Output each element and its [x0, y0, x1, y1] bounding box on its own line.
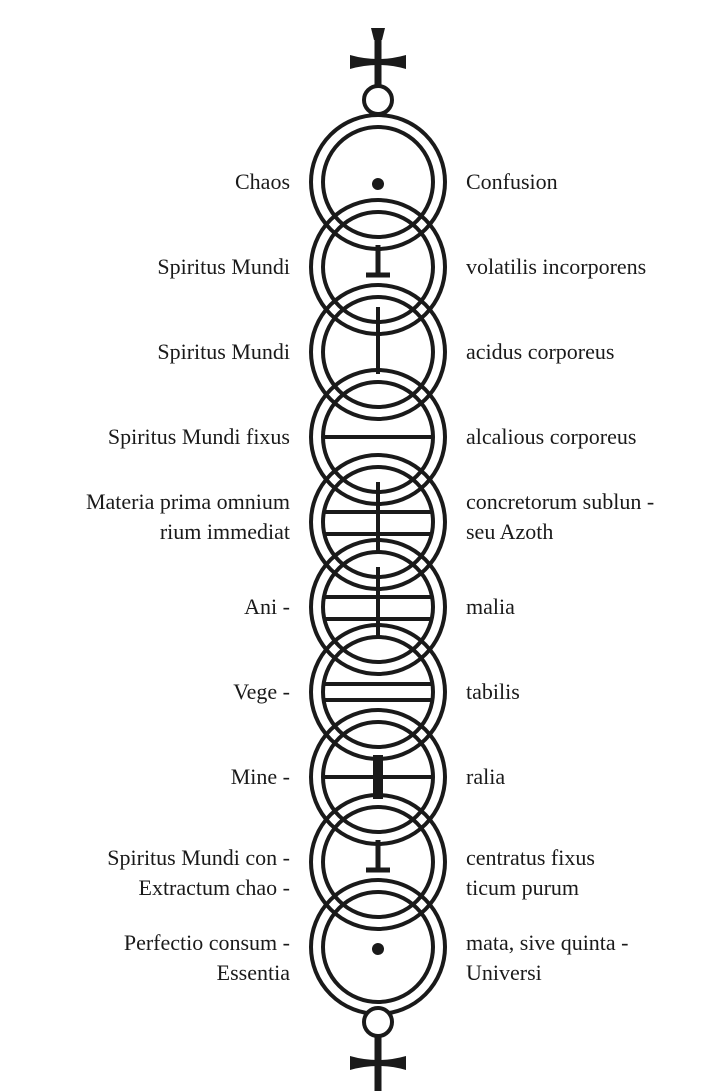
label-text: Universi — [466, 958, 629, 988]
label-right-concretorum: concretorum sublun - seu Azoth — [466, 487, 654, 547]
ring-outer — [311, 625, 445, 759]
ring-7 — [311, 625, 445, 759]
ring-symbol-7 — [323, 684, 433, 700]
label-left-spiritus-mundi-1: Spiritus Mundi — [157, 252, 290, 282]
small-ring-top — [364, 86, 392, 114]
label-right-centratus: centratus fixus ticum purum — [466, 843, 595, 903]
label-text: Materia prima omnium — [86, 487, 290, 517]
label-text: concretorum sublun - — [466, 487, 654, 517]
label-text: rium immediat — [86, 517, 290, 547]
label-text: alcalious corporeus — [466, 422, 636, 452]
label-left-perfectio: Perfectio consum - Essentia — [124, 928, 290, 988]
label-text: tabilis — [466, 677, 520, 707]
ring-symbol-10 — [372, 943, 384, 955]
label-right-tabilis: tabilis — [466, 677, 520, 707]
label-text: Spiritus Mundi con - — [107, 843, 290, 873]
thick-stem — [373, 755, 383, 799]
top-finial — [350, 28, 406, 114]
dot-symbol — [372, 178, 384, 190]
label-text: malia — [466, 592, 515, 622]
label-text: Spiritus Mundi — [157, 252, 290, 282]
label-text: Vege - — [233, 677, 290, 707]
label-text: Spiritus Mundi — [157, 337, 290, 367]
label-text: acidus corporeus — [466, 337, 614, 367]
label-left-spiritus-mundi-con: Spiritus Mundi con - Extractum chao - — [107, 843, 290, 903]
label-text: Spiritus Mundi fixus — [108, 422, 290, 452]
label-text: volatilis incorporens — [466, 252, 646, 282]
label-text: Perfectio consum - — [124, 928, 290, 958]
label-text: Chaos — [235, 167, 290, 197]
label-text: Extractum chao - — [107, 873, 290, 903]
label-right-alcalious: alcalious corporeus — [466, 422, 636, 452]
label-text: centratus fixus — [466, 843, 595, 873]
label-left-mine: Mine - — [231, 762, 290, 792]
ring-inner — [323, 637, 433, 747]
ring-symbol-8 — [323, 755, 433, 799]
label-right-confusion: Confusion — [466, 167, 558, 197]
label-left-ani: Ani - — [244, 592, 290, 622]
label-right-ralia: ralia — [466, 762, 505, 792]
cross-top-flare — [371, 28, 385, 40]
dot-symbol — [372, 943, 384, 955]
label-text: seu Azoth — [466, 517, 654, 547]
label-left-spiritus-mundi-2: Spiritus Mundi — [157, 337, 290, 367]
small-ring-bottom — [364, 1008, 392, 1036]
label-text: mata, sive quinta - — [466, 928, 629, 958]
label-left-vege: Vege - — [233, 677, 290, 707]
label-right-mata: mata, sive quinta - Universi — [466, 928, 629, 988]
label-left-spiritus-mundi-fixus: Spiritus Mundi fixus — [108, 422, 290, 452]
label-text: Mine - — [231, 762, 290, 792]
label-text: Confusion — [466, 167, 558, 197]
label-text: ralia — [466, 762, 505, 792]
label-text: Essentia — [124, 958, 290, 988]
label-right-malia: malia — [466, 592, 515, 622]
label-right-volatilis: volatilis incorporens — [466, 252, 646, 282]
label-right-acidus: acidus corporeus — [466, 337, 614, 367]
label-left-chaos: Chaos — [235, 167, 290, 197]
bottom-finial — [350, 1008, 406, 1091]
label-text: ticum purum — [466, 873, 595, 903]
label-text: Ani - — [244, 592, 290, 622]
label-left-materia-prima: Materia prima omnium rium immediat — [86, 487, 290, 547]
ring-symbol-1 — [372, 178, 384, 190]
